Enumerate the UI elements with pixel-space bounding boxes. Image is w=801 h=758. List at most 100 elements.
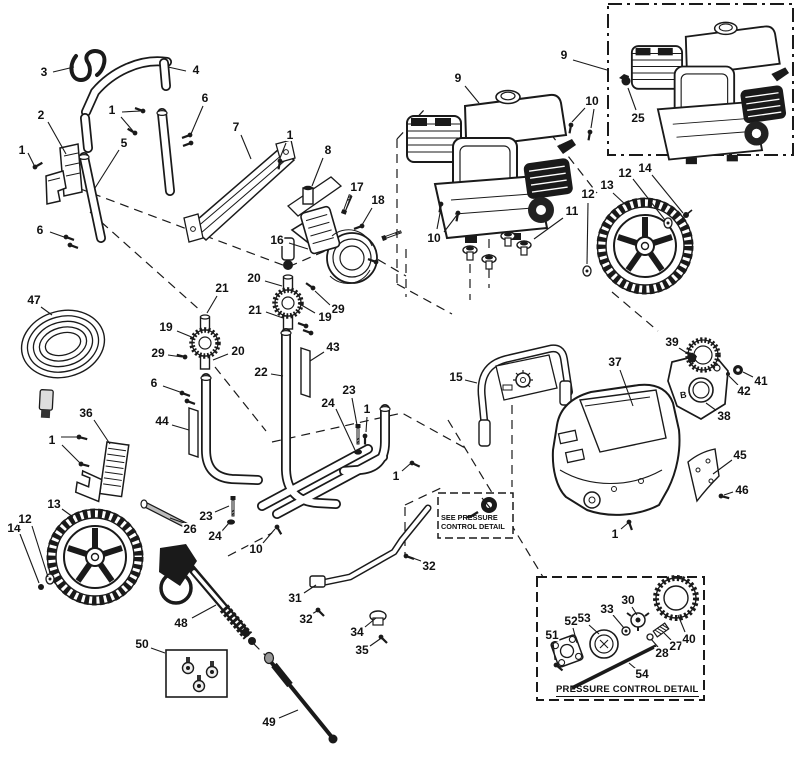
part-callout-15: 15 [448, 370, 464, 384]
see-pressure-note-line2: CONTROL DETAIL [441, 522, 505, 532]
part-callout-43: 43 [325, 340, 341, 354]
part-callout-1: 1 [285, 128, 295, 142]
part-callout-25: 25 [630, 111, 646, 125]
part-callout-13: 13 [599, 178, 615, 192]
part-callout-6: 6 [35, 223, 45, 237]
part-callout-1: 1 [391, 469, 401, 483]
part-callout-1: 1 [610, 527, 620, 541]
part-callout-21: 21 [214, 281, 230, 295]
part-callout-42: 42 [736, 384, 752, 398]
part-callout-33: 33 [599, 602, 615, 616]
part-callout-20: 20 [246, 271, 262, 285]
part-callout-5: 5 [119, 136, 129, 150]
part-callout-41: 41 [753, 374, 769, 388]
part-callout-46: 46 [734, 483, 750, 497]
part-callout-49: 49 [261, 715, 277, 729]
part-callout-19: 19 [317, 310, 333, 324]
part-callout-17: 17 [349, 180, 365, 194]
see-pressure-note: SEE PRESSURE CONTROL DETAIL [441, 513, 505, 531]
pump-art [281, 185, 403, 284]
part-callout-12: 12 [580, 187, 596, 201]
part-callout-45: 45 [732, 448, 748, 462]
part-callout-6: 6 [149, 376, 159, 390]
callout-leader-lines [19, 59, 754, 719]
part-callout-52: 52 [563, 614, 579, 628]
part-callout-31: 31 [287, 591, 303, 605]
part-callout-6: 6 [200, 91, 210, 105]
part-callout-26: 26 [182, 522, 198, 536]
frame-base-art [74, 328, 391, 530]
engine-bolt-25-art [619, 74, 631, 86]
support-leg-art [309, 504, 432, 626]
panel-bracket-art [183, 139, 296, 243]
shroud-art [551, 383, 681, 516]
left-wheel-hardware-art [38, 573, 55, 590]
part-callout-10: 10 [248, 542, 264, 556]
part-callout-13: 13 [46, 497, 62, 511]
engine-inset-box [607, 3, 794, 166]
part-callout-34: 34 [349, 625, 365, 639]
part-callout-37: 37 [607, 355, 623, 369]
part-callout-9: 9 [453, 71, 463, 85]
part-callout-28: 28 [654, 646, 670, 660]
spray-gun-art [159, 544, 256, 645]
handle-assembly-art [45, 49, 343, 243]
pressure-control-detail-title: PRESSURE CONTROL DETAIL [556, 684, 699, 697]
part-callout-40: 40 [681, 632, 697, 646]
part-callout-3: 3 [39, 65, 49, 79]
part-callout-12: 12 [617, 166, 633, 180]
part-callout-23: 23 [198, 509, 214, 523]
part-callout-21: 21 [247, 303, 263, 317]
part-callout-29: 29 [150, 346, 166, 360]
handle-bracket-art [45, 143, 83, 205]
see-detail-box [437, 492, 514, 539]
part-callout-39: 39 [664, 335, 680, 349]
part-callout-47: 47 [26, 293, 42, 307]
spring-art [652, 622, 670, 638]
part-callout-27: 27 [668, 639, 684, 653]
part-callout-20: 20 [230, 344, 246, 358]
part-callout-2: 2 [36, 108, 46, 122]
part-callout-22: 22 [253, 365, 269, 379]
panel-marking-b: B [679, 389, 688, 401]
see-detail-thumbnail-art [466, 497, 497, 519]
label-plate-art [286, 176, 343, 217]
part-callout-10: 10 [426, 231, 442, 245]
part-callout-7: 7 [231, 120, 241, 134]
part-callout-8: 8 [323, 143, 333, 157]
part-callout-36: 36 [78, 406, 94, 420]
part-callout-48: 48 [173, 616, 189, 630]
part-callout-14: 14 [6, 521, 22, 535]
part-callout-24: 24 [207, 529, 223, 543]
part-callout-14: 14 [637, 161, 653, 175]
part-callout-12: 12 [17, 512, 33, 526]
panel-knob-art [513, 370, 533, 388]
side-panel-art [687, 448, 720, 503]
wear-strip-art [300, 347, 311, 398]
part-callout-11: 11 [564, 204, 580, 218]
part-callout-50: 50 [134, 637, 150, 651]
part-callout-4: 4 [191, 63, 201, 77]
part-callout-32: 32 [298, 612, 314, 626]
see-pressure-note-line1: SEE PRESSURE [441, 513, 498, 522]
part-callout-54: 54 [634, 667, 650, 681]
handle-support-art [477, 344, 573, 447]
part-callout-23: 23 [341, 383, 357, 397]
hose-art [20, 309, 106, 419]
part-callout-19: 19 [158, 320, 174, 334]
part-callout-9: 9 [559, 48, 569, 62]
part-callout-44: 44 [154, 414, 170, 428]
wear-strip-art [188, 407, 199, 458]
part-callout-10: 10 [584, 94, 600, 108]
part-callout-16: 16 [269, 233, 285, 247]
part-callout-53: 53 [576, 611, 592, 625]
wand-art [263, 651, 338, 744]
part-callout-24: 24 [320, 396, 336, 410]
foot-bracket-art [74, 441, 130, 503]
valve-fitting-art [626, 612, 650, 631]
part-callout-38: 38 [716, 409, 732, 423]
part-callout-18: 18 [370, 193, 386, 207]
part-callout-35: 35 [354, 643, 370, 657]
part-callout-1: 1 [362, 402, 372, 416]
